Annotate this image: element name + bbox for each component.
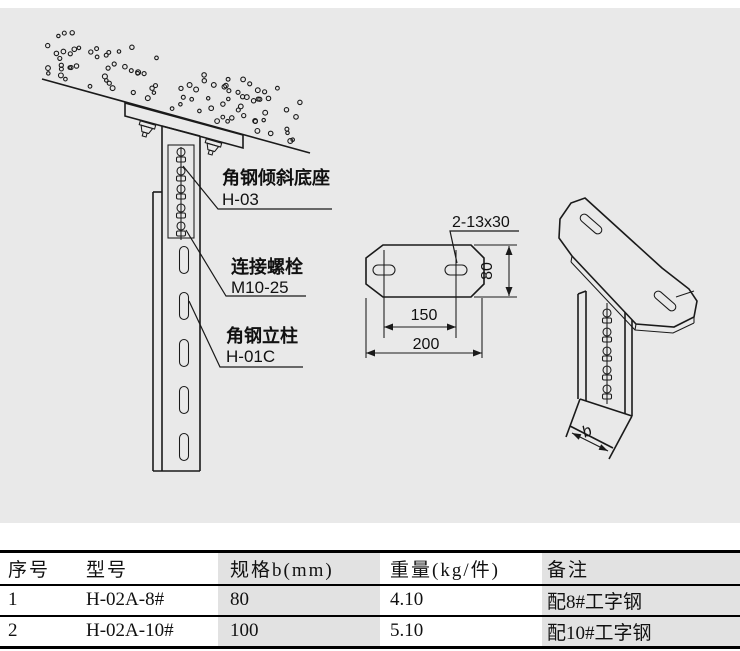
- cell-weight: 5.10: [390, 620, 424, 641]
- plate-thickness: [570, 255, 695, 334]
- plate-width-dimension: 200: [413, 336, 440, 353]
- cell-weight: 4.10: [390, 589, 424, 610]
- dim-200: 200: [365, 298, 483, 358]
- hole-callout: 2-13x30: [449, 214, 519, 264]
- callout-column-label: 角钢立柱: [226, 325, 298, 346]
- column-slots: [178, 245, 190, 462]
- cell-index: 1: [8, 589, 18, 610]
- iso-plate-outline: [558, 197, 698, 328]
- b-dimension: b: [580, 422, 595, 441]
- connection-bolts: [175, 147, 187, 237]
- callout-bolt-label: 连接螺栓: [231, 256, 303, 277]
- iso-column: [577, 290, 633, 416]
- plate-plan-view: 2-13x30 80 150: [365, 214, 519, 358]
- col-header-model: 型号: [86, 559, 129, 581]
- plate-slots: [372, 264, 468, 276]
- column-end: b: [565, 398, 633, 460]
- cell-index: 2: [8, 620, 18, 641]
- callout-base-label: 角钢倾斜底座: [222, 167, 330, 188]
- cell-model: H-02A-8#: [86, 589, 165, 610]
- table-row: 2 H-02A-10# 100 5.10 配10#工字钢: [0, 615, 740, 647]
- callout-bolt: 连接螺栓 M10-25: [185, 229, 306, 297]
- dim-150: 150: [384, 307, 456, 331]
- hole-spacing-dimension: 150: [411, 307, 438, 324]
- plate-outline: [365, 244, 485, 298]
- cell-model: H-02A-10#: [86, 620, 174, 641]
- hole-dimension: 2-13x30: [452, 214, 510, 231]
- anchor-bolt: [138, 120, 157, 138]
- concrete-stipple: [45, 30, 303, 145]
- bolt-chain-area: [167, 144, 195, 240]
- drawing-background: [0, 8, 740, 523]
- callout-column-code: H-01C: [226, 347, 275, 366]
- table-area: 序号 型号 规格b(mm) 重量(kg/件) 备注 1 H-02A-8# 80 …: [0, 523, 740, 651]
- iso-plate-slots: [579, 213, 695, 312]
- callout-column: 角钢立柱 H-01C: [188, 300, 303, 368]
- col-header-weight: 重量(kg/件): [390, 559, 500, 581]
- callout-bolt-code: M10-25: [231, 278, 289, 297]
- anchor-bolt: [204, 138, 223, 156]
- installed-view: 角钢倾斜底座 H-03 连接螺栓 M10-25 角钢立柱 H-01C: [41, 30, 332, 472]
- cell-spec: 100: [218, 615, 380, 647]
- ceiling-line: [41, 78, 311, 154]
- dim-80: 80: [474, 244, 517, 298]
- header-row: 序号 型号 规格b(mm) 重量(kg/件) 备注: [0, 551, 740, 585]
- angle-column: [152, 125, 201, 472]
- col-header-remark: 备注: [542, 551, 740, 585]
- cell-spec: 80: [218, 584, 380, 616]
- cell-remark: 配8#工字钢: [542, 584, 740, 616]
- col-header-index: 序号: [8, 559, 51, 581]
- inclined-base-plate: [124, 101, 244, 150]
- col-header-spec: 规格b(mm): [218, 551, 380, 585]
- callout-base: 角钢倾斜底座 H-03: [182, 165, 332, 210]
- isometric-view: b: [558, 197, 698, 460]
- technical-drawing: 角钢倾斜底座 H-03 连接螺栓 M10-25 角钢立柱 H-01C: [41, 30, 698, 472]
- spec-table: 序号 型号 规格b(mm) 重量(kg/件) 备注 1 H-02A-8# 80 …: [0, 550, 740, 649]
- cell-remark: 配10#工字钢: [542, 615, 740, 647]
- height-dimension: 80: [479, 262, 496, 280]
- iso-connection-bolts: [601, 308, 613, 400]
- table-row: 1 H-02A-8# 80 4.10 配8#工字钢: [0, 584, 740, 616]
- callout-base-code: H-03: [222, 190, 259, 209]
